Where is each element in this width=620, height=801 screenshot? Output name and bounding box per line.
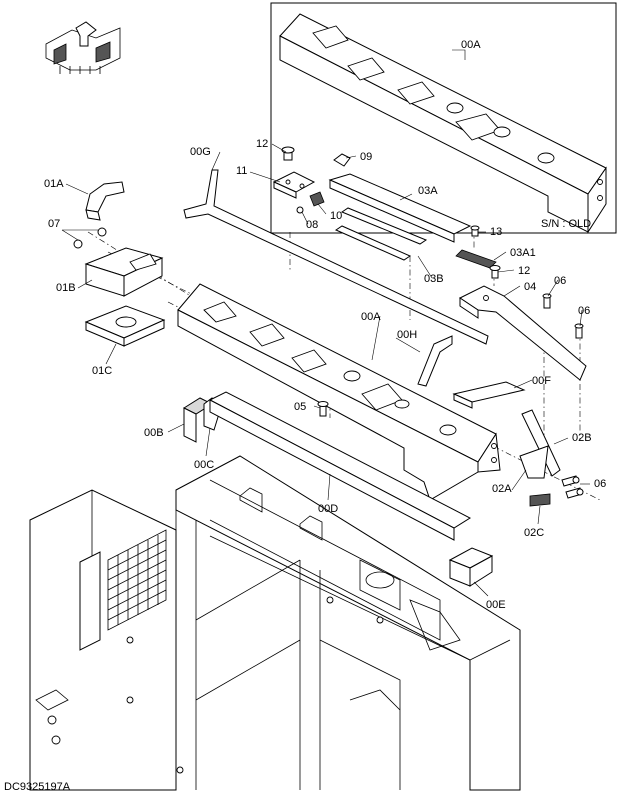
part-00D (208, 391, 472, 541)
part-00G (183, 169, 489, 345)
label-01B: 01B (56, 282, 76, 294)
inset-serial-note: S/N : OLD (541, 218, 591, 230)
label-00B: 00B (144, 427, 164, 439)
part-01B (84, 247, 164, 297)
part-07 (61, 227, 107, 249)
leader-lines (65, 143, 590, 597)
part-12-bolt-right (489, 265, 501, 279)
label-09: 09 (360, 151, 372, 163)
part-01C (84, 305, 166, 347)
part-13-bolt (470, 225, 480, 237)
label-01C: 01C (92, 365, 112, 377)
orientation-icon (45, 21, 121, 74)
label-00E: 00E (486, 599, 506, 611)
part-11 (272, 171, 316, 199)
part-01A (85, 181, 125, 221)
part-03A (328, 173, 472, 243)
label-03A1: 03A1 (510, 247, 536, 259)
part-00F (452, 381, 526, 409)
part-04 (459, 285, 587, 381)
label-11: 11 (236, 165, 247, 177)
part-00H (417, 335, 453, 387)
drawing-id: DC9325197A (4, 781, 71, 793)
label-06-mid: 06 (578, 305, 590, 317)
part-06-bolts-upper (542, 293, 584, 339)
label-03A: 03A (418, 185, 438, 197)
part-10-clip (309, 191, 325, 207)
part-09-clip (333, 153, 351, 167)
label-01A: 01A (44, 178, 64, 190)
part-02A (519, 445, 549, 479)
label-00F: 00F (532, 375, 551, 387)
vent-grille (107, 529, 167, 631)
label-08: 08 (306, 219, 318, 231)
label-06-bottom: 06 (594, 478, 606, 490)
inset-old-serial (270, 2, 617, 234)
label-02A: 02A (492, 483, 512, 495)
part-08-washer (296, 206, 304, 214)
part-labels: 00A 00A 00G 12 09 11 03A 01A 10 08 13 07… (44, 39, 606, 611)
machine-frame (29, 455, 521, 791)
label-12-top: 12 (256, 138, 268, 150)
label-00H: 00H (397, 329, 417, 341)
part-03B (334, 207, 428, 261)
label-00D: 00D (318, 503, 338, 515)
label-06-top: 06 (554, 275, 566, 287)
part-03A1 (455, 249, 497, 269)
label-12-right: 12 (518, 265, 530, 277)
label-00A-inset: 00A (461, 39, 481, 51)
label-00C: 00C (194, 459, 214, 471)
part-02C (529, 493, 551, 507)
label-02B: 02B (572, 432, 592, 444)
part-06-bolts-lower (561, 475, 584, 499)
label-07: 07 (48, 218, 60, 230)
label-02C: 02C (524, 527, 544, 539)
label-00A: 00A (361, 311, 381, 323)
label-03B: 03B (424, 273, 444, 285)
part-00B (182, 397, 214, 443)
label-00G: 00G (190, 146, 211, 158)
part-00E (448, 547, 494, 587)
label-13: 13 (490, 226, 502, 238)
label-10: 10 (330, 210, 342, 222)
part-12-bolt-top (281, 146, 295, 161)
label-05: 05 (294, 401, 306, 413)
inset-cover-00A (279, 13, 607, 234)
label-04: 04 (524, 281, 536, 293)
part-05-bolt (317, 401, 329, 417)
